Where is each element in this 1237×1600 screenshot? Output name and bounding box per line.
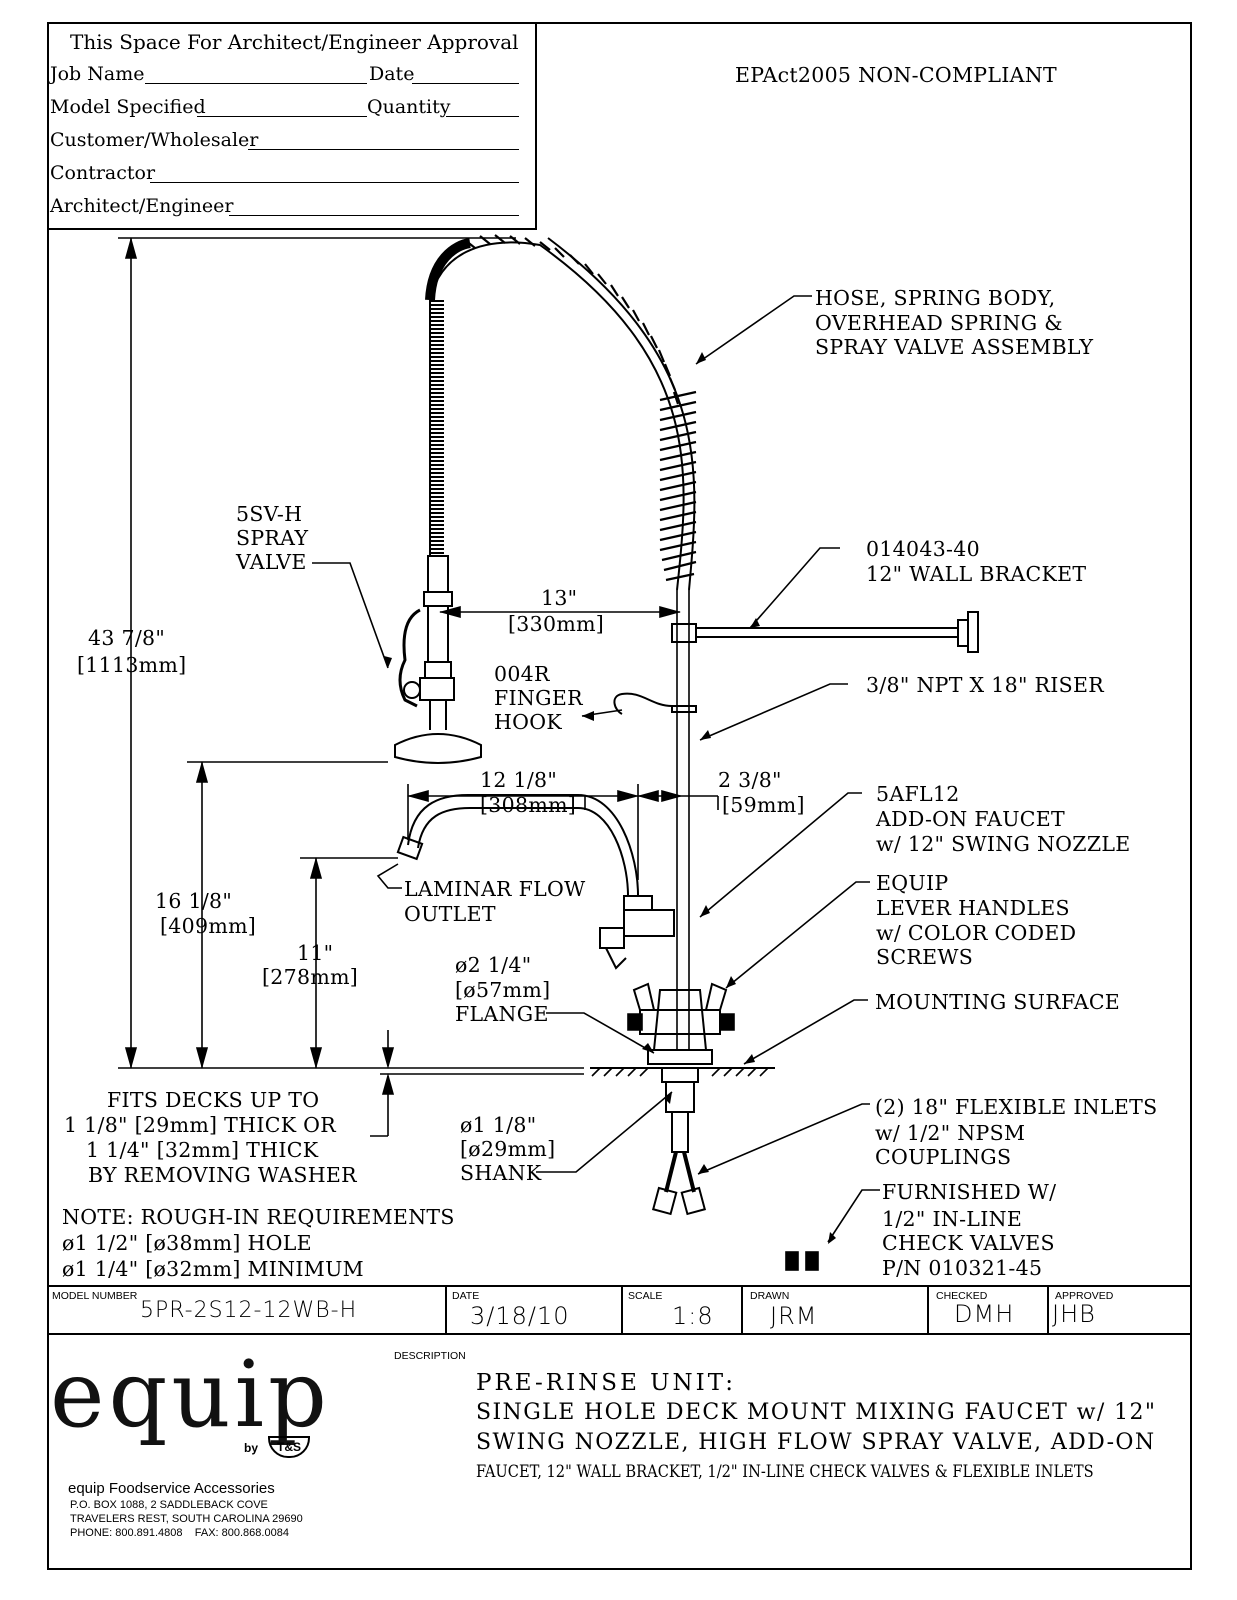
quantity-line [446, 116, 519, 117]
date-label-tb: DATE [452, 1290, 480, 1302]
company-address-1: P.O. BOX 1088, 2 SADDLEBACK COVE [70, 1499, 268, 1511]
compliance-note: EPAct2005 NON-COMPLIANT [735, 63, 1057, 87]
callout-riser: 3/8" NPT X 18" RISER [866, 673, 1104, 697]
callout-lever-2: LEVER HANDLES [876, 896, 1070, 920]
rough-note-1: NOTE: ROUGH-IN REQUIREMENTS [62, 1205, 455, 1229]
dim-overall-in: 43 7/8" [88, 626, 166, 650]
rough-note-2: ø1 1/2" [ø38mm] HOLE [62, 1231, 312, 1255]
callout-lever-1: EQUIP [876, 871, 949, 895]
callout-check-1: FURNISHED W/ [882, 1180, 1057, 1204]
dim-offset-in: 2 3/8" [718, 768, 782, 792]
description-1: PRE-RINSE UNIT: [476, 1370, 737, 1396]
date-label: Date [369, 63, 415, 85]
deck-note-2: 1 1/8" [29mm] THICK OR [64, 1113, 336, 1137]
checked-label: CHECKED [936, 1290, 988, 1302]
customer-line [248, 149, 519, 150]
model-number-label: MODEL NUMBER [52, 1290, 138, 1302]
callout-check-4: P/N 010321-45 [882, 1256, 1043, 1280]
callout-inlets-3: COUPLINGS [875, 1145, 1012, 1169]
model-number: 5PR-2S12-12WB-H [140, 1298, 358, 1323]
callout-check-2: 1/2" IN-LINE [882, 1207, 1023, 1231]
dim-offset-mm: [59mm] [722, 793, 805, 817]
dim-reach-in: 13" [541, 586, 578, 610]
deck-note-1: FITS DECKS UP TO [107, 1088, 320, 1112]
model-specified-label: Model Specified [50, 96, 206, 118]
logo-by: by [244, 1441, 259, 1455]
rough-note-3: ø1 1/4" [ø32mm] MINIMUM [62, 1257, 364, 1281]
dim-spout-in: 12 1/8" [480, 768, 558, 792]
callout-hook-2: FINGER [494, 686, 583, 710]
callout-spray-1: 5SV-H [236, 502, 303, 526]
date-line [412, 83, 519, 84]
callout-faucet-2: ADD-ON FAUCET [876, 807, 1065, 831]
callout-lever-4: SCREWS [876, 945, 974, 969]
job-name-line [145, 83, 367, 84]
callout-hose-3: SPRAY VALVE ASSEMBLY [815, 335, 1094, 359]
checked-value: DMH [954, 1300, 1015, 1328]
callout-lever-3: w/ COLOR CODED [876, 921, 1077, 945]
customer-label: Customer/Wholesaler [50, 129, 259, 151]
approved-value: JHB [1052, 1300, 1096, 1328]
callout-check-3: CHECK VALVES [882, 1231, 1055, 1255]
contractor-line [150, 182, 519, 183]
callout-mounting: MOUNTING SURFACE [875, 990, 1121, 1014]
approval-box [47, 22, 537, 230]
dim-reach-mm: [330mm] [508, 612, 605, 636]
callout-shank-1: ø1 1/8" [460, 1113, 537, 1137]
dim-spout-mm: [308mm] [480, 793, 577, 817]
contractor-label: Contractor [50, 162, 156, 184]
drawn-value: JRM [770, 1302, 818, 1330]
approval-title: This Space For Architect/Engineer Approv… [70, 30, 519, 54]
company-phone: PHONE: 800.891.4808 FAX: 800.868.0084 [70, 1527, 289, 1539]
architect-label: Architect/Engineer [50, 195, 234, 217]
drawing-frame [47, 22, 1192, 1570]
company-name: equip Foodservice Accessories [68, 1480, 275, 1497]
deck-note-3: 1 1/4" [32mm] THICK [86, 1138, 319, 1162]
callout-hook-3: HOOK [494, 710, 563, 734]
callout-hook-1: 004R [494, 662, 550, 686]
deck-note-4: BY REMOVING WASHER [88, 1163, 357, 1187]
dim-outlet-in: 11" [297, 941, 334, 965]
callout-flange-2: [ø57mm] [455, 978, 551, 1002]
approved-label: APPROVED [1055, 1290, 1114, 1302]
callout-shank-3: SHANK [460, 1161, 542, 1185]
callout-shank-2: [ø29mm] [460, 1137, 556, 1161]
description-label: DESCRIPTION [394, 1350, 466, 1362]
callout-faucet-1: 5AFL12 [876, 782, 960, 806]
description-4: FAUCET, 12" WALL BRACKET, 1/2" IN-LINE C… [476, 1462, 1094, 1482]
callout-inlets-2: w/ 1/2" NPSM [875, 1121, 1026, 1145]
dim-overall-mm: [1113mm] [77, 653, 187, 677]
callout-hose-2: OVERHEAD SPRING & [815, 311, 1063, 335]
callout-bracket-1: 014043-40 [866, 537, 980, 561]
callout-hose-1: HOSE, SPRING BODY, [815, 286, 1056, 310]
quantity-label: Quantity [367, 96, 451, 118]
model-specified-line [197, 116, 367, 117]
drawn-label: DRAWN [750, 1290, 790, 1302]
callout-spray-3: VALVE [236, 550, 307, 574]
callout-faucet-3: w/ 12" SWING NOZZLE [876, 832, 1131, 856]
equip-logo: equip [50, 1341, 331, 1448]
callout-spray-2: SPRAY [236, 526, 309, 550]
dim-valve-in: 16 1/8" [155, 889, 233, 913]
date-value: 3/18/10 [470, 1302, 570, 1330]
callout-inlets-1: (2) 18" FLEXIBLE INLETS [875, 1095, 1158, 1119]
description-2: SINGLE HOLE DECK MOUNT MIXING FAUCET w/ … [476, 1400, 1157, 1425]
callout-laminar-2: OUTLET [404, 902, 496, 926]
callout-flange-3: FLANGE [455, 1002, 549, 1026]
job-name-label: Job Name [50, 63, 145, 85]
callout-bracket-2: 12" WALL BRACKET [866, 562, 1087, 586]
architect-line [229, 215, 519, 216]
description-3: SWING NOZZLE, HIGH FLOW SPRAY VALVE, ADD… [476, 1430, 1156, 1455]
callout-flange-1: ø2 1/4" [455, 953, 532, 977]
callout-laminar-1: LAMINAR FLOW [404, 877, 586, 901]
dim-outlet-mm: [278mm] [262, 965, 359, 989]
dim-valve-mm: [409mm] [160, 914, 257, 938]
company-address-2: TRAVELERS REST, SOUTH CAROLINA 29690 [70, 1513, 303, 1525]
scale-value: 1:8 [672, 1302, 714, 1330]
scale-label: SCALE [628, 1290, 663, 1302]
